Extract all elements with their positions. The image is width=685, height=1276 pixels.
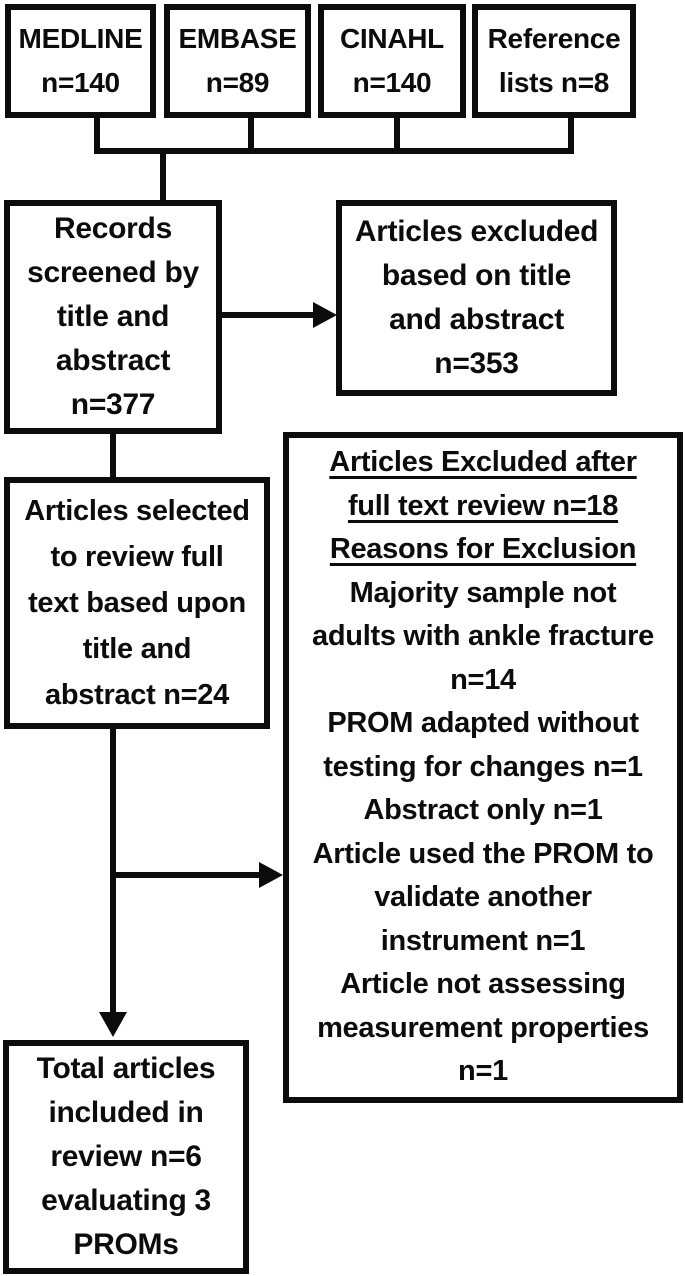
arrowhead-right-icon — [259, 862, 283, 888]
text-line: screened by — [27, 256, 199, 289]
text-line: n=14 — [450, 663, 516, 696]
text-line: measurement properties — [317, 1011, 649, 1044]
box-embase: EMBASE n=89 — [164, 4, 311, 118]
text-line: n=89 — [205, 67, 270, 98]
text-line: text based upon — [28, 587, 246, 619]
text-line: Abstract only n=1 — [363, 794, 603, 827]
arrowhead-down-icon — [99, 1012, 127, 1037]
text-line: n=1 — [458, 1055, 508, 1088]
box-medline: MEDLINE n=140 — [5, 4, 156, 118]
text-line: included in — [48, 1096, 204, 1129]
text-line: n=140 — [352, 67, 432, 98]
box-excluded-full-text: Articles Excluded after full text review … — [283, 432, 683, 1103]
connector-branch-to-exclusions — [110, 872, 260, 878]
connector-embase-stub — [248, 117, 254, 154]
text-line: PROM adapted without — [327, 707, 639, 740]
text-line: testing for changes n=1 — [323, 750, 643, 783]
box-reference-lists: Reference lists n=8 — [472, 4, 636, 118]
text-line: instrument n=1 — [380, 924, 586, 957]
box-excluded-title-abstract: Articles excluded based on title and abstr… — [336, 200, 617, 396]
text-line: based on title — [381, 259, 572, 292]
box-cinahl: CINAHL n=140 — [318, 4, 466, 118]
text-line: PROMs — [73, 1228, 179, 1261]
text-line: n=377 — [70, 388, 156, 421]
text-line: Articles Excluded after — [329, 446, 637, 479]
text-line: Articles excluded — [354, 215, 599, 248]
text-line: review n=6 — [50, 1140, 202, 1173]
box-records-screened: Records screened by title and abstract n=377 — [4, 200, 222, 434]
text-line: CINAHL — [340, 23, 444, 54]
text-line: Reasons for Exclusion — [329, 533, 637, 566]
text-line: lists n=8 — [498, 67, 610, 98]
box-total-included: Total articles included in review n=6 evalu… — [3, 1040, 249, 1274]
connector-excluded-title-shaft — [221, 312, 317, 318]
text-line: and abstract — [389, 303, 564, 336]
text-line: Total articles — [36, 1052, 216, 1085]
text-line: adults with ankle fracture — [312, 620, 654, 653]
arrowhead-right-icon — [313, 302, 337, 328]
text-line: title and — [82, 633, 192, 665]
text-line: n=140 — [41, 67, 120, 98]
text-line: Articles selected — [24, 495, 250, 527]
text-line: n=353 — [434, 347, 519, 380]
text-line: evaluating 3 — [41, 1184, 211, 1217]
text-line: title and — [56, 300, 170, 333]
text-line: Article not assessing — [340, 968, 626, 1001]
text-line: Records — [54, 212, 172, 245]
text-line: validate another — [374, 881, 592, 914]
connector-selected-down — [110, 728, 116, 1014]
box-selected-full-text: Articles selected to review full text base… — [4, 477, 270, 729]
connector-drop-to-records — [160, 154, 166, 200]
text-line: Majority sample not — [349, 576, 617, 609]
text-line: full text review n=18 — [347, 489, 619, 522]
connector-records-to-selected — [110, 433, 116, 477]
connector-reference-stub — [568, 117, 574, 154]
connector-cinahl-stub — [394, 117, 400, 154]
text-line: MEDLINE — [18, 23, 143, 54]
text-line: Reference — [487, 23, 621, 54]
text-line: Article used the PROM to — [312, 837, 654, 870]
text-line: EMBASE — [178, 23, 297, 54]
connector-gather-line — [94, 148, 574, 154]
text-line: abstract n=24 — [45, 679, 229, 711]
text-line: abstract — [55, 344, 171, 377]
connector-medline-stub — [94, 117, 100, 154]
text-line: to review full — [50, 541, 224, 573]
